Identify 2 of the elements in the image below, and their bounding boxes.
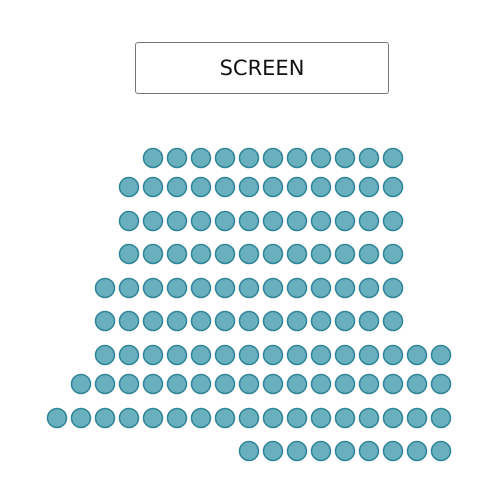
- screen-label: SCREEN: [220, 56, 304, 80]
- screen-box: [135, 42, 389, 94]
